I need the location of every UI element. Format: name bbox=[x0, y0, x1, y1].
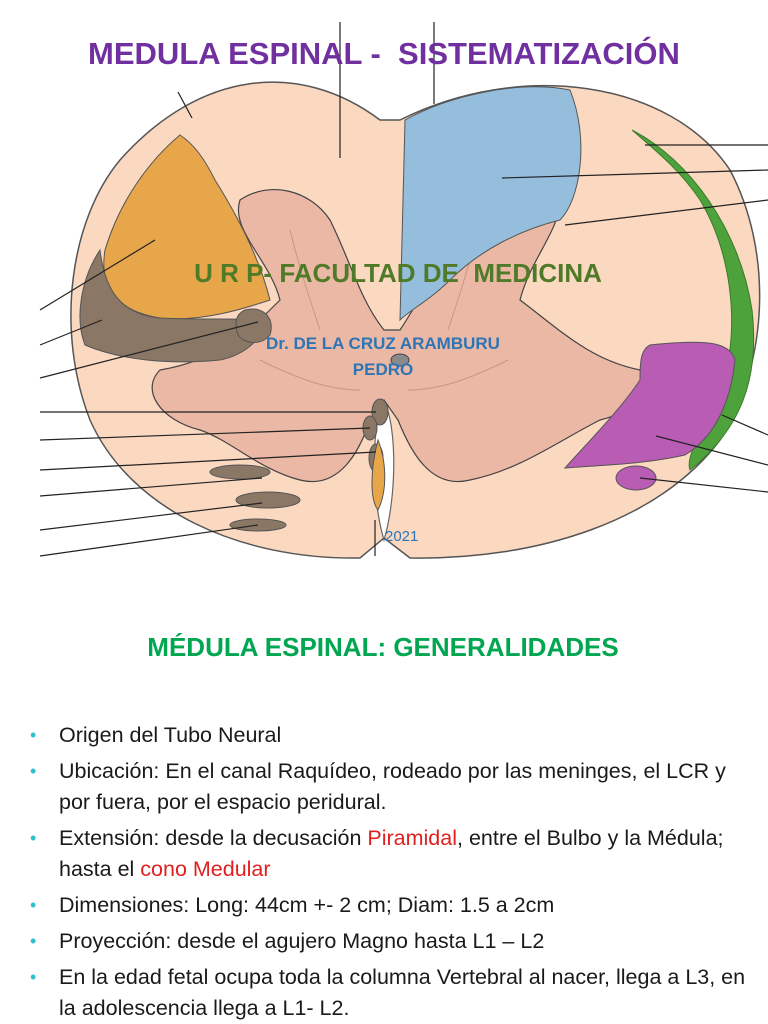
orange-lateral-tract bbox=[103, 134, 271, 320]
slide-heading: MÉDULA ESPINAL: GENERALIDADES bbox=[147, 632, 619, 662]
generalidades-slide: MÉDULA ESPINAL: GENERALIDADES •Origen de… bbox=[0, 576, 768, 1024]
bullet-dot-icon: • bbox=[30, 931, 37, 951]
bullet-dot-icon: • bbox=[30, 725, 37, 745]
ventral-tract-2 bbox=[235, 491, 301, 509]
highlight-piramidal: Piramidal bbox=[367, 826, 457, 850]
list-item: •Dimensiones: Long: 44cm +- 2 cm; Diam: … bbox=[30, 890, 750, 921]
dorsal-column-tract bbox=[399, 86, 582, 322]
magenta-small-tract bbox=[615, 465, 657, 491]
list-item: •En la edad fetal ocupa toda la columna … bbox=[30, 962, 750, 1024]
dark-lateral-tract bbox=[79, 248, 271, 363]
author-line-1: Dr. DE LA CRUZ ARAMBURU bbox=[266, 334, 500, 353]
list-item: •Extensión: desde la decusación Piramida… bbox=[30, 823, 750, 885]
list-item: •Proyección: desde el agujero Magno hast… bbox=[30, 926, 750, 957]
bullet-dot-icon: • bbox=[30, 895, 37, 915]
bullet-dot-icon: • bbox=[30, 828, 37, 848]
bullet-dot-icon: • bbox=[30, 967, 37, 987]
title-slide: MEDULA ESPINAL - SISTEMATIZACIÓN U R P- … bbox=[39, 22, 768, 559]
slide-title: MEDULA ESPINAL - SISTEMATIZACIÓN bbox=[88, 36, 680, 71]
orange-anterior-tract bbox=[371, 438, 386, 511]
author-line-2: PEDRO bbox=[352, 360, 414, 379]
list-item: •Ubicación: En el canal Raquídeo, rodead… bbox=[30, 756, 750, 818]
year-label: 2021 bbox=[385, 528, 419, 545]
list-item: •Origen del Tubo Neural bbox=[30, 720, 750, 751]
spinal-cord-illustration bbox=[39, 22, 768, 559]
slide-subtitle: U R P- FACULTAD DE MEDICINA bbox=[194, 258, 602, 288]
magenta-spinothalamic-tract bbox=[563, 341, 736, 469]
bullet-list: •Origen del Tubo Neural •Ubicación: En e… bbox=[30, 720, 750, 1024]
bullet-dot-icon: • bbox=[30, 761, 37, 781]
highlight-cono-medular: cono Medular bbox=[140, 857, 271, 881]
central-canal bbox=[390, 353, 410, 367]
small-dark-tract bbox=[235, 308, 272, 343]
pointer-lines bbox=[39, 22, 768, 557]
gray-lamina-left bbox=[259, 229, 361, 391]
ventral-tract-1 bbox=[209, 464, 271, 480]
